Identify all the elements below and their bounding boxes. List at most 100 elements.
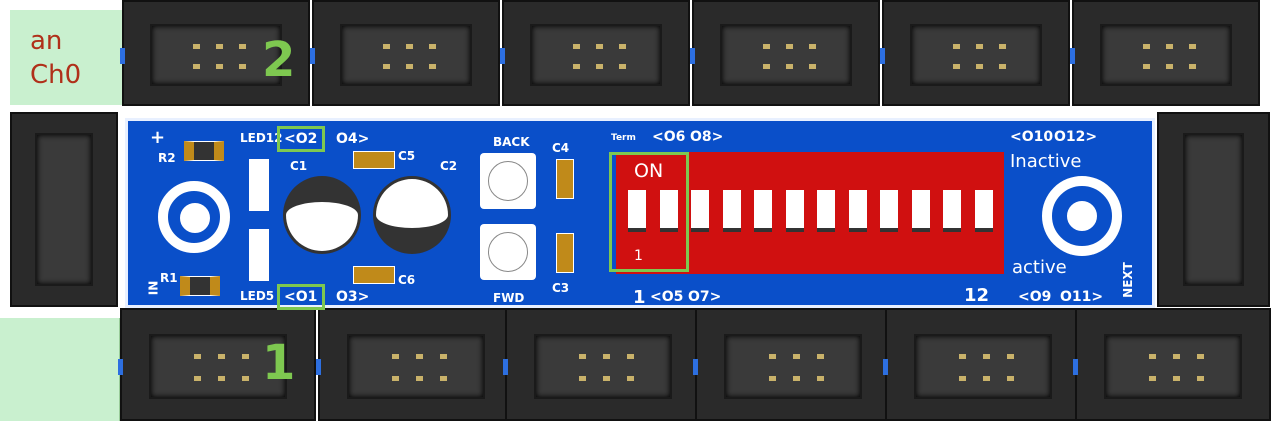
o12-label: O12> bbox=[1054, 129, 1098, 145]
mounting-hole-left bbox=[158, 181, 230, 253]
bottom-connector-3[interactable] bbox=[503, 308, 701, 421]
dip-switch-11[interactable] bbox=[943, 190, 961, 232]
c1-label: C1 bbox=[290, 159, 308, 173]
resistor-r2 bbox=[184, 141, 224, 161]
o3-label: O3> bbox=[336, 289, 370, 305]
back-button[interactable] bbox=[480, 153, 536, 209]
o9-label: <O9 bbox=[1018, 289, 1052, 305]
left-connector[interactable] bbox=[10, 112, 118, 307]
active-label: active bbox=[1012, 257, 1067, 278]
connector-latch bbox=[883, 359, 888, 376]
pin bbox=[1142, 63, 1150, 69]
o10-label: <O10 bbox=[1010, 129, 1054, 145]
pin bbox=[958, 354, 966, 360]
pin bbox=[627, 354, 635, 360]
o2-label: <O2 bbox=[284, 131, 318, 147]
pin bbox=[793, 354, 800, 360]
connector-latch bbox=[1070, 47, 1075, 64]
pin bbox=[1007, 354, 1015, 360]
connector-slot bbox=[339, 24, 473, 86]
top-connector-3[interactable] bbox=[500, 0, 690, 106]
dip-switch-12[interactable] bbox=[974, 190, 993, 232]
pin bbox=[627, 375, 635, 381]
pin bbox=[1197, 375, 1205, 381]
bottom-connector-1[interactable] bbox=[118, 308, 316, 421]
bottom-connector-4[interactable] bbox=[693, 308, 891, 421]
dip-switch-8[interactable] bbox=[848, 190, 867, 232]
next-label: NEXT bbox=[1120, 262, 1135, 298]
pin bbox=[976, 43, 983, 49]
pin bbox=[193, 354, 201, 360]
pin bbox=[999, 63, 1007, 69]
highlight-dip-1-2 bbox=[609, 152, 689, 272]
r1-label: R1 bbox=[160, 271, 178, 285]
connector-slot bbox=[909, 24, 1043, 86]
pin bbox=[406, 63, 413, 69]
connector-slot bbox=[723, 333, 863, 400]
connector-latch bbox=[693, 359, 698, 376]
dip-switch-1[interactable] bbox=[628, 190, 646, 232]
connector-latch bbox=[120, 47, 125, 64]
top-connector-2[interactable] bbox=[310, 0, 500, 106]
fwd-button[interactable] bbox=[480, 224, 536, 280]
pin bbox=[786, 43, 793, 49]
top-connector-4[interactable] bbox=[690, 0, 880, 106]
dip-switch-9[interactable] bbox=[880, 190, 898, 232]
dip-switch-7[interactable] bbox=[817, 190, 835, 232]
dip-switch-3[interactable] bbox=[691, 190, 709, 232]
dip-switch-5[interactable] bbox=[754, 190, 772, 232]
bottom-connector-6[interactable] bbox=[1073, 308, 1271, 421]
connector-slot bbox=[913, 333, 1053, 400]
connector-slot bbox=[1103, 333, 1243, 400]
pin bbox=[193, 375, 201, 381]
pin bbox=[216, 43, 223, 49]
pin bbox=[578, 375, 586, 381]
top-connector-1[interactable] bbox=[120, 0, 310, 106]
r2-label: R2 bbox=[158, 151, 176, 165]
pin bbox=[762, 63, 770, 69]
dip-switch: ON 1 bbox=[616, 152, 1004, 274]
capacitor-c2 bbox=[373, 176, 451, 254]
connector-slot bbox=[719, 24, 853, 86]
pin bbox=[572, 43, 580, 49]
pin bbox=[596, 63, 603, 69]
dip-switch-4[interactable] bbox=[722, 190, 741, 232]
pin bbox=[1166, 43, 1173, 49]
pin bbox=[809, 63, 817, 69]
dip-switch-6[interactable] bbox=[785, 190, 804, 232]
o1-label: <O1 bbox=[284, 289, 318, 305]
pin bbox=[239, 63, 247, 69]
highlight-o1 bbox=[277, 284, 325, 310]
pin bbox=[382, 43, 390, 49]
term-label: Term bbox=[611, 133, 636, 143]
top-connector-5[interactable] bbox=[880, 0, 1070, 106]
dip-switch-10[interactable] bbox=[911, 190, 930, 232]
o8-label: O8> bbox=[690, 129, 724, 145]
top-connector-6[interactable] bbox=[1070, 0, 1260, 106]
channel-label-block: an Ch0 bbox=[10, 10, 122, 105]
group-label-top: 2 bbox=[262, 32, 296, 88]
connector-slot bbox=[148, 333, 288, 400]
pin bbox=[817, 354, 825, 360]
connector-slot bbox=[1099, 24, 1233, 86]
channel-label-line1: an bbox=[30, 26, 63, 56]
capacitor-c6 bbox=[353, 266, 395, 284]
pin bbox=[1148, 354, 1156, 360]
pin bbox=[218, 354, 225, 360]
right-connector[interactable] bbox=[1157, 112, 1270, 307]
pin bbox=[786, 63, 793, 69]
fwd-label: FWD bbox=[493, 291, 525, 305]
led12 bbox=[249, 159, 269, 211]
group-label-bottom: 1 bbox=[262, 335, 296, 391]
pin bbox=[391, 375, 399, 381]
plus-label: + bbox=[150, 127, 166, 148]
pin bbox=[1173, 354, 1180, 360]
c3-label: C3 bbox=[552, 281, 570, 295]
bottom-connector-2[interactable] bbox=[316, 308, 514, 421]
pin bbox=[406, 43, 413, 49]
pin bbox=[976, 63, 983, 69]
bottom-connector-5[interactable] bbox=[883, 308, 1081, 421]
capacitor-c5 bbox=[353, 151, 395, 169]
dip-switch-2[interactable] bbox=[659, 190, 678, 232]
pin bbox=[603, 354, 610, 360]
